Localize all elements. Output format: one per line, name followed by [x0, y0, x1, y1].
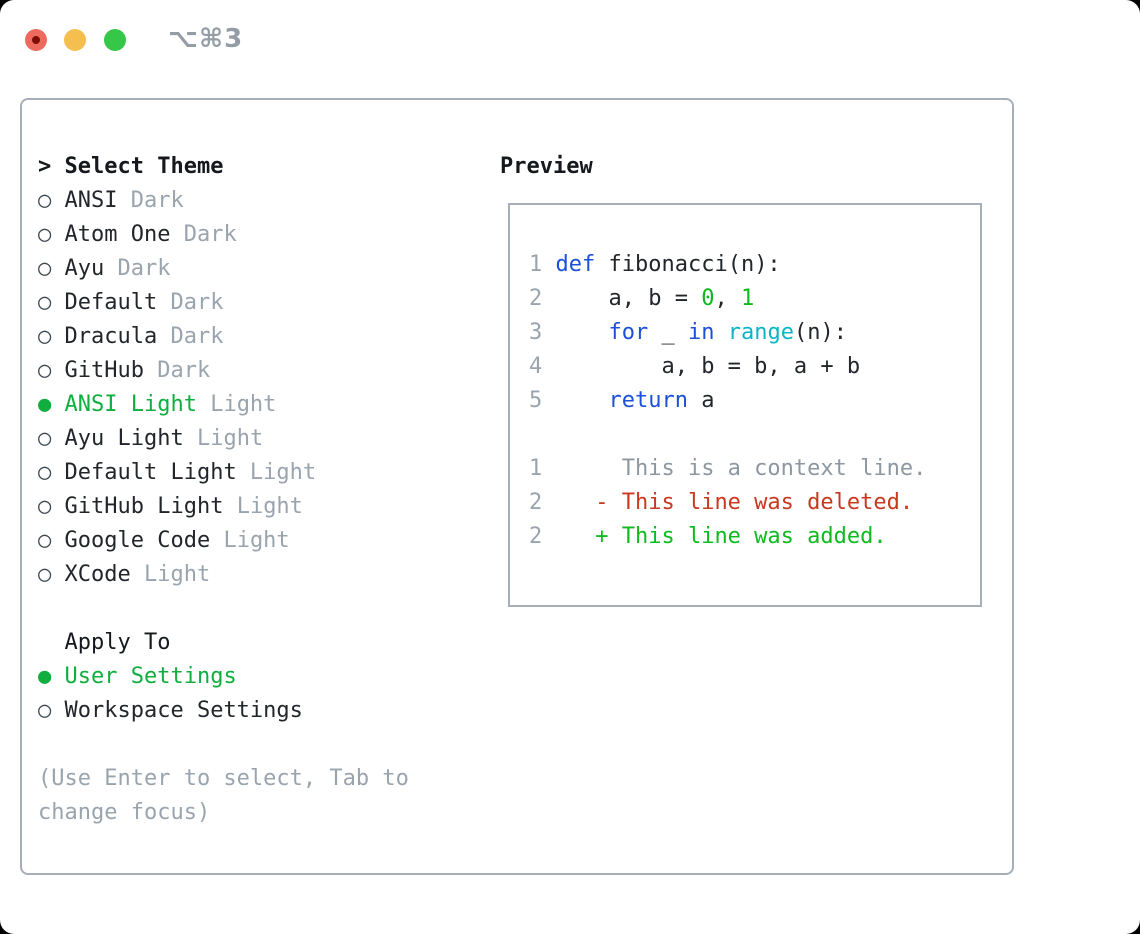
preview-line: 5 return a	[529, 388, 715, 413]
apply-option-label: Workspace Settings	[64, 698, 303, 723]
record-dot-icon	[32, 36, 40, 44]
theme-option-ayu-light[interactable]: ○ Ayu Light Light	[38, 422, 409, 456]
radio-selected-icon: ●	[38, 664, 65, 689]
theme-option-dracula[interactable]: ○ Dracula Dark	[38, 320, 409, 354]
radio-icon: ○	[38, 358, 65, 383]
radio-icon: ○	[38, 290, 65, 315]
theme-name: Dracula	[64, 324, 158, 349]
theme-option-xcode[interactable]: ○ XCode Light	[38, 558, 409, 592]
focus-caret-icon: >	[38, 154, 65, 179]
spacer	[38, 728, 409, 762]
theme-option-github-light[interactable]: ○ GitHub Light Light	[38, 490, 409, 524]
theme-variant: Light	[130, 562, 211, 587]
preview-line: 4 a, b = b, a + b	[529, 354, 861, 379]
theme-variant: Light	[210, 528, 290, 553]
select-theme-header: > Select Theme	[38, 150, 409, 184]
radio-icon: ○	[38, 256, 65, 281]
help-text-line-2: change focus)	[38, 800, 211, 825]
theme-variant: Light	[196, 392, 277, 417]
radio-icon: ○	[38, 698, 65, 723]
preview-title: Preview	[500, 154, 593, 179]
radio-icon: ○	[38, 528, 65, 553]
theme-option-atom-one[interactable]: ○ Atom One Dark	[38, 218, 409, 252]
radio-icon: ○	[38, 222, 65, 247]
theme-option-google-code[interactable]: ○ Google Code Light	[38, 524, 409, 558]
preview-header: Preview	[500, 150, 982, 184]
preview-pane: Preview 1 def fibonacci(n): 2 a, b = 0, 1…	[500, 150, 982, 607]
theme-variant: Dark	[157, 290, 224, 315]
select-theme-title: Select Theme	[64, 154, 224, 179]
preview-line: 2 a, b = 0, 1	[529, 286, 755, 311]
preview-line: 1 def fibonacci(n):	[529, 252, 781, 277]
theme-name: Default	[64, 290, 158, 315]
theme-name: GitHub	[64, 358, 144, 383]
theme-name: ANSI	[64, 188, 118, 213]
theme-name: Atom One	[64, 222, 171, 247]
theme-option-default[interactable]: ○ Default Dark	[38, 286, 409, 320]
theme-option-github[interactable]: ○ GitHub Dark	[38, 354, 409, 388]
theme-variant: Dark	[117, 188, 184, 213]
maximize-button[interactable]	[104, 29, 126, 51]
window-title: ⌥⌘3	[168, 24, 244, 54]
spacer	[38, 592, 409, 626]
theme-name: GitHub Light	[64, 494, 224, 519]
radio-icon: ○	[38, 324, 65, 349]
radio-icon: ○	[38, 562, 65, 587]
preview-box: 1 def fibonacci(n): 2 a, b = 0, 1 3 for _ …	[508, 203, 982, 607]
apply-to-header: Apply To	[38, 626, 409, 660]
theme-option-default-light[interactable]: ○ Default Light Light	[38, 456, 409, 490]
apply-option-label: User Settings	[64, 664, 237, 689]
theme-name: Google Code	[64, 528, 211, 553]
radio-icon: ○	[38, 188, 65, 213]
radio-icon: ○	[38, 426, 65, 451]
apply-option-user-settings[interactable]: ● User Settings	[38, 660, 409, 694]
theme-selector: > Select Theme ○ ANSI Dark○ Atom One Dar…	[38, 150, 409, 830]
preview-line: 1 This is a context line.	[529, 456, 927, 481]
theme-picker-panel: > Select Theme ○ ANSI Dark○ Atom One Dar…	[20, 98, 1014, 875]
theme-variant: Light	[223, 494, 303, 519]
theme-variant: Dark	[157, 324, 224, 349]
theme-name: XCode	[64, 562, 131, 587]
preview-line: 2 - This line was deleted.	[529, 490, 914, 515]
radio-icon: ○	[38, 460, 65, 485]
theme-option-ansi[interactable]: ○ ANSI Dark	[38, 184, 409, 218]
theme-name: Default Light	[64, 460, 237, 485]
preview-line	[529, 418, 980, 452]
apply-to-list: ● User Settings○ Workspace Settings	[38, 660, 409, 728]
theme-variant: Light	[183, 426, 264, 451]
minimize-button[interactable]	[64, 29, 86, 51]
theme-variant: Dark	[104, 256, 171, 281]
theme-name: Ayu Light	[64, 426, 184, 451]
preview-line: 3 for _ in range(n):	[529, 320, 847, 345]
close-button[interactable]	[25, 29, 47, 51]
theme-name: Ayu	[64, 256, 105, 281]
preview-line: 2 + This line was added.	[529, 524, 887, 549]
radio-icon: ○	[38, 494, 65, 519]
theme-option-ayu[interactable]: ○ Ayu Dark	[38, 252, 409, 286]
theme-variant: Dark	[143, 358, 211, 383]
theme-list: ○ ANSI Dark○ Atom One Dark○ Ayu Dark○ De…	[38, 184, 409, 592]
theme-option-ansi-light[interactable]: ● ANSI Light Light	[38, 388, 409, 422]
code-preview: 1 def fibonacci(n): 2 a, b = 0, 1 3 for _ …	[510, 205, 980, 554]
help-text-line-1: (Use Enter to select, Tab to	[38, 766, 409, 791]
theme-variant: Dark	[170, 222, 237, 247]
radio-selected-icon: ●	[38, 392, 65, 417]
apply-to-title: Apply To	[64, 630, 171, 655]
theme-variant: Light	[236, 460, 317, 485]
titlebar: ⌥⌘3	[0, 0, 1140, 72]
apply-option-workspace-settings[interactable]: ○ Workspace Settings	[38, 694, 409, 728]
theme-name: ANSI Light	[64, 392, 197, 417]
